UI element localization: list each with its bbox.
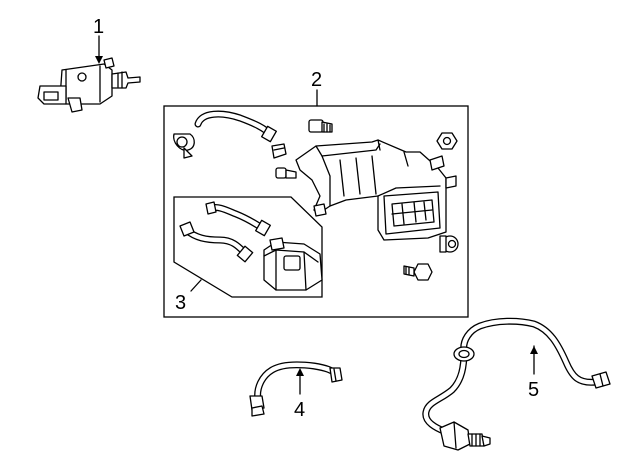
part-4-oxygen-sensor[interactable]: 4 <box>249 361 343 421</box>
bolt <box>403 263 433 281</box>
callout-3: 3 <box>175 292 186 314</box>
part-2-canister-assembly[interactable]: 2 <box>163 69 469 318</box>
nut <box>436 132 458 150</box>
callout-5: 5 <box>528 379 539 401</box>
bolt <box>308 119 333 133</box>
washer <box>439 235 459 253</box>
part-1-vsv-valve[interactable]: 1 <box>37 16 141 113</box>
subassembly-frame <box>173 196 323 298</box>
callout-1: 1 <box>93 16 104 38</box>
charcoal-canister <box>295 139 457 241</box>
leader-3 <box>190 279 202 292</box>
part-3-hose-kit[interactable]: 3 <box>173 196 323 314</box>
callout-4: 4 <box>294 399 305 421</box>
vent-hose <box>194 110 277 143</box>
part-5-oxygen-sensor[interactable]: 5 <box>422 317 611 451</box>
grommet <box>271 143 287 159</box>
hose-clip <box>173 133 195 159</box>
callout-2: 2 <box>311 69 322 91</box>
assembly-frame <box>163 105 469 318</box>
bolt <box>275 167 297 179</box>
